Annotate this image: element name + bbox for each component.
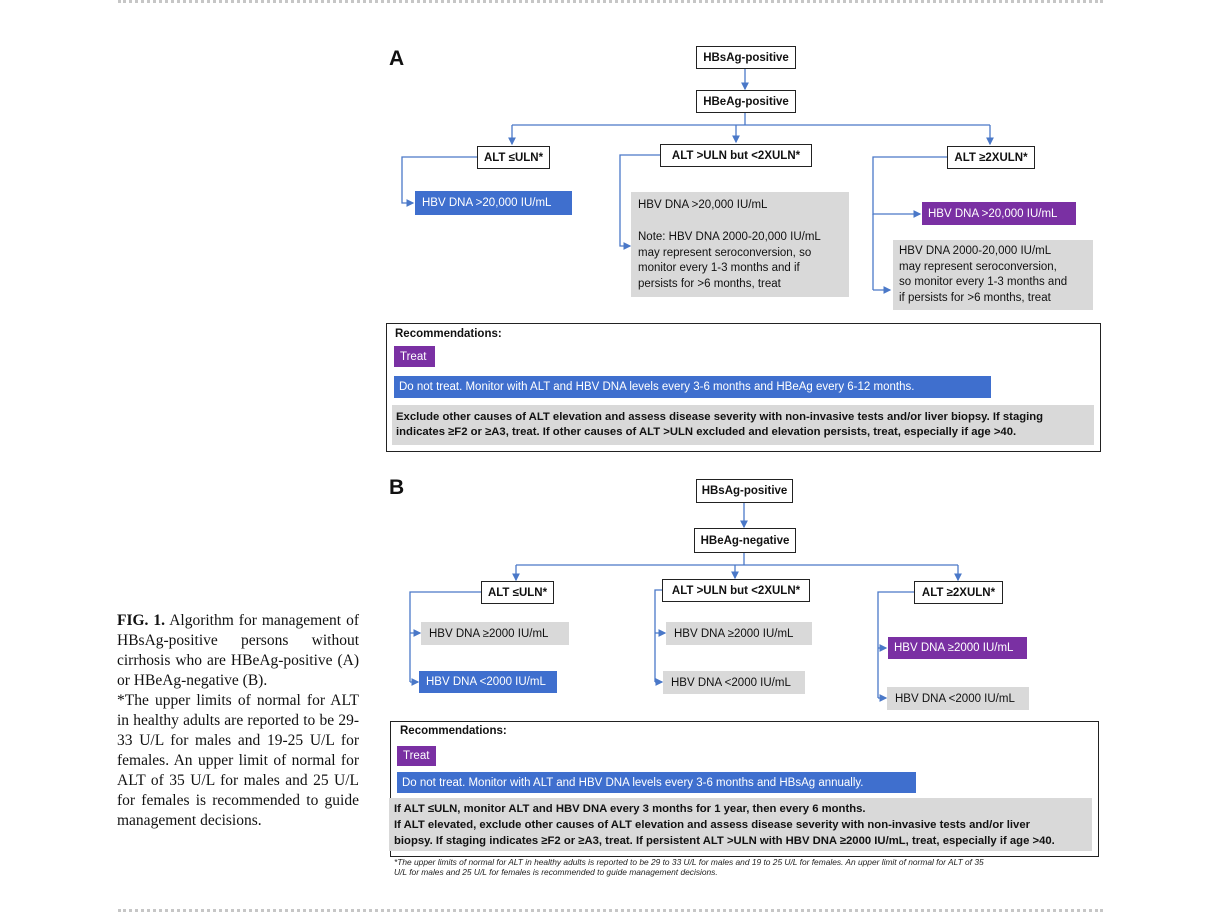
figure-footnote-line: U/L for males and 25 U/L for females is … <box>394 866 718 877</box>
b-treat-legend: Treat <box>397 746 436 766</box>
b-alt-uln-2xuln-box: ALT >ULN but <2XULN* <box>662 579 810 602</box>
a-right-note-line: so monitor every 1-3 months and <box>899 276 1068 288</box>
a-mid-result-line: HBV DNA >20,000 IU/mL <box>638 199 768 211</box>
a-alt-le-uln-box: ALT ≤ULN* <box>477 146 550 169</box>
b-left-hbv-dna-lo: HBV DNA <2000 IU/mL <box>419 671 557 693</box>
a-treat-legend: Treat <box>394 346 435 367</box>
a-mid-note-line: Note: HBV DNA 2000-20,000 IU/mL <box>638 231 821 243</box>
figure-footnote: *The upper limits of normal for ALT in h… <box>394 857 1084 877</box>
a-hbsag-positive-box: HBsAg-positive <box>696 46 796 69</box>
b-right-hbv-dna-hi: HBV DNA ≥2000 IU/mL <box>888 637 1027 659</box>
figure-footnote-line: *The upper limits of normal for ALT in h… <box>394 857 984 867</box>
a-recommendations-title: Recommendations: <box>395 328 502 340</box>
a-mid-note: Note: HBV DNA 2000-20,000 IU/mL may repr… <box>638 230 821 292</box>
b-hbeag-negative-box: HBeAg-negative <box>694 528 796 553</box>
panel-a-letter: A <box>389 47 405 70</box>
a-do-not-treat-legend: Do not treat. Monitor with ALT and HBV D… <box>394 376 991 398</box>
b-recommendations-title: Recommendations: <box>400 725 507 737</box>
a-right-note-panel: HBV DNA 2000-20,000 IU/mL may represent … <box>893 240 1093 310</box>
b-mid-hbv-dna-lo: HBV DNA <2000 IU/mL <box>663 671 805 694</box>
b-alt-le-uln-box: ALT ≤ULN* <box>481 581 554 604</box>
b-right-hbv-dna-lo: HBV DNA <2000 IU/mL <box>887 687 1029 710</box>
a-right-note-line: HBV DNA 2000-20,000 IU/mL <box>899 245 1052 257</box>
a-exclude-line: Exclude other causes of ALT elevation an… <box>396 411 1044 423</box>
a-right-note-line: may represent seroconversion, <box>899 260 1057 273</box>
a-mid-note-line: may represent seroconversion, so <box>638 246 812 259</box>
b-exclude-line: If ALT ≤ULN, monitor ALT and HBV DNA eve… <box>394 803 866 815</box>
a-right-note-line: if persists for >6 months, treat <box>899 291 1051 304</box>
b-exclude-line: If ALT elevated, exclude other causes of… <box>394 819 1030 831</box>
a-alt-uln-2xuln-box: ALT >ULN but <2XULN* <box>660 144 812 167</box>
a-alt-ge-2xuln-box: ALT ≥2XULN* <box>947 146 1035 169</box>
bottom-dotted-rule <box>118 909 1103 912</box>
a-hbeag-positive-box: HBeAg-positive <box>696 90 796 113</box>
b-mid-hbv-dna-hi: HBV DNA ≥2000 IU/mL <box>666 622 812 645</box>
top-dotted-rule <box>118 0 1103 3</box>
caption-text: Algorithm for management of HBsAg-positi… <box>117 612 359 689</box>
a-mid-result-panel: HBV DNA >20,000 IU/mL Note: HBV DNA 2000… <box>631 192 849 297</box>
b-exclude-legend: If ALT ≤ULN, monitor ALT and HBV DNA eve… <box>389 798 1092 851</box>
figure-caption: FIG. 1. Algorithm for management of HBsA… <box>117 611 359 831</box>
a-left-hbv-dna-result: HBV DNA >20,000 IU/mL <box>415 191 572 215</box>
caption-label: FIG. 1. <box>117 612 166 629</box>
b-alt-ge-2xuln-box: ALT ≥2XULN* <box>914 581 1003 604</box>
a-mid-note-line: monitor every 1-3 months and if <box>638 262 800 274</box>
panel-b-letter: B <box>389 476 405 499</box>
b-do-not-treat-legend: Do not treat. Monitor with ALT and HBV D… <box>397 772 916 793</box>
b-hbsag-positive-box: HBsAg-positive <box>696 479 793 503</box>
a-right-note: HBV DNA 2000-20,000 IU/mL may represent … <box>899 244 1067 306</box>
a-mid-note-line: persists for >6 months, treat <box>638 277 781 290</box>
a-exclude-legend: Exclude other causes of ALT elevation an… <box>392 405 1094 445</box>
a-exclude-line: indicates ≥F2 or ≥A3, treat. If other ca… <box>396 426 1017 438</box>
b-exclude-line: biopsy. If staging indicates ≥F2 or ≥A3,… <box>394 835 1055 847</box>
b-left-hbv-dna-hi: HBV DNA ≥2000 IU/mL <box>421 622 569 645</box>
a-right-hbv-dna-result: HBV DNA >20,000 IU/mL <box>922 202 1076 225</box>
caption-note: *The upper limits of normal for ALT in h… <box>117 692 359 829</box>
